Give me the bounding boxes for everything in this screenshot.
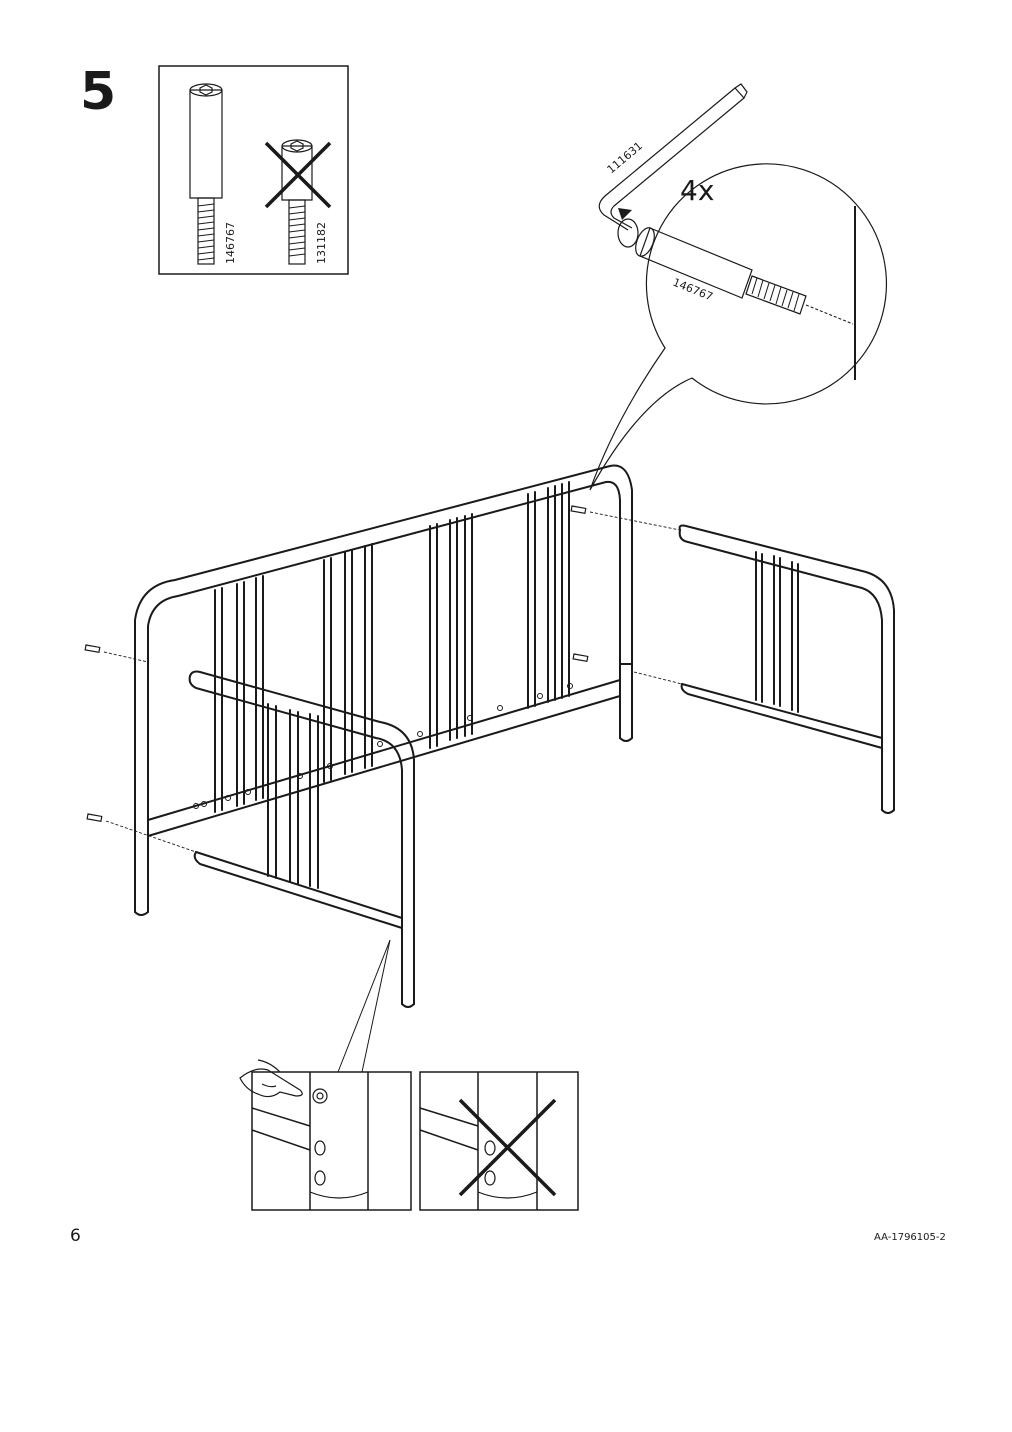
cross-icon — [458, 1098, 557, 1197]
rotate-arrow-icon — [617, 208, 639, 248]
wrong-part-label: 131182 — [315, 222, 328, 264]
part-id-label: 146767 — [671, 276, 715, 304]
cross-icon — [264, 141, 332, 209]
allen-key-icon — [598, 83, 748, 231]
short-bolt-icon — [281, 139, 313, 265]
bed-frame — [84, 464, 895, 1073]
top-callout: 111631 4x 146767 — [589, 83, 888, 491]
hand-pointing-icon — [239, 1059, 303, 1098]
callout-bolt-icon — [635, 227, 854, 325]
tool-id-label: 111631 — [605, 139, 646, 176]
dowel-icon — [84, 644, 197, 853]
long-bolt-icon — [189, 83, 223, 265]
document-code: AA-1796105-2 — [874, 1232, 946, 1243]
step-number: 5 — [80, 62, 117, 122]
page-number: 6 — [70, 1226, 81, 1246]
detail-correct — [239, 1059, 412, 1211]
parts-box: 146767 131182 — [158, 65, 349, 275]
detail-wrong — [419, 1071, 579, 1211]
correct-part-label: 146767 — [224, 222, 237, 264]
quantity-label: 4x — [680, 174, 714, 207]
dowel-icon — [570, 505, 683, 685]
